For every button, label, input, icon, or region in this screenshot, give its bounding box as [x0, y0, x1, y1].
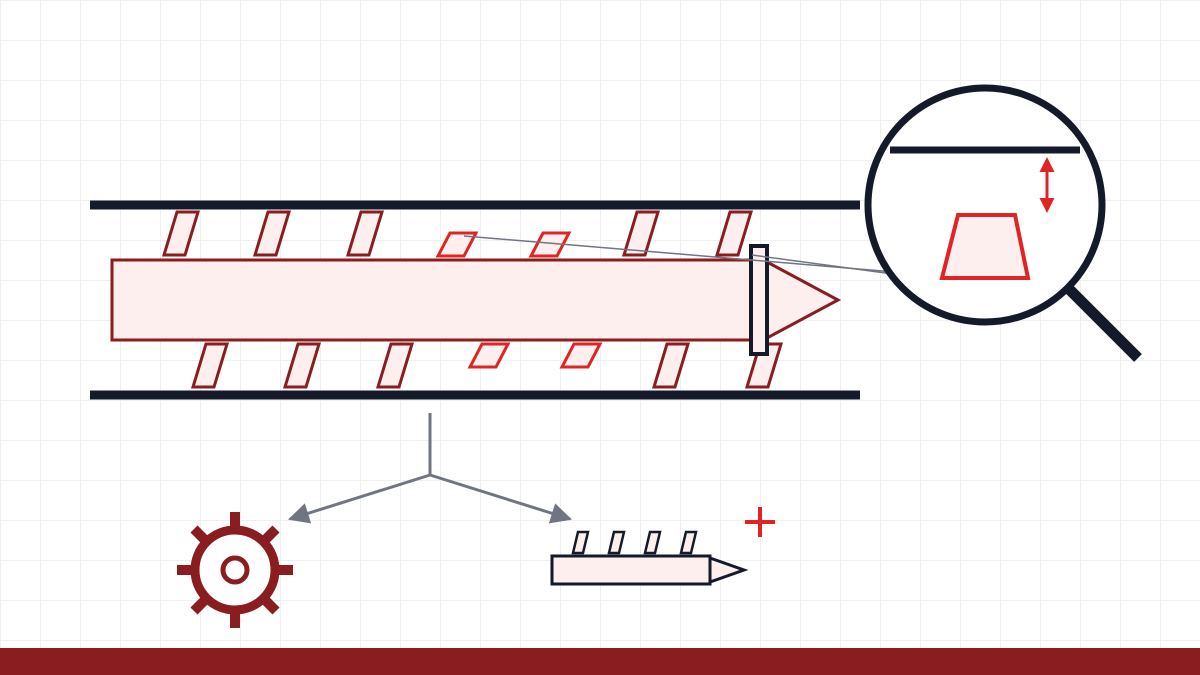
magnifier-icon — [864, 84, 1142, 362]
gear-hub — [220, 555, 250, 585]
screw-flight — [190, 342, 230, 389]
leader-line — [463, 235, 896, 273]
small-tip — [708, 555, 749, 585]
screw-flight — [375, 342, 415, 389]
screw-shaft — [110, 258, 769, 342]
screw-flight — [282, 342, 322, 389]
check-ring — [749, 244, 769, 356]
screw-flight — [744, 342, 784, 389]
small-screw-icon — [550, 530, 749, 586]
screw-flight — [621, 210, 661, 257]
screw-flight — [651, 342, 691, 389]
small-flight — [607, 530, 626, 555]
screw-flight-highlighted — [528, 231, 572, 258]
magnified-flight-cross-section — [939, 213, 1031, 280]
screw-flight-highlighted — [435, 231, 479, 258]
gear-icon — [177, 512, 293, 628]
leader-line — [751, 254, 894, 275]
small-flight — [643, 530, 662, 555]
small-flight — [679, 530, 698, 555]
magnifier-handle — [1062, 282, 1142, 362]
screw-flight — [714, 210, 754, 257]
small-flight — [571, 530, 590, 555]
screw-flight-highlighted — [559, 342, 603, 369]
screw-tip — [765, 259, 842, 341]
bottom-flights — [190, 342, 784, 389]
screw-flight — [345, 210, 385, 257]
top-flights — [161, 210, 754, 258]
plus-icon — [745, 507, 775, 537]
magnifier-lens — [864, 84, 1106, 326]
split-connector — [287, 413, 573, 524]
footer-bar — [0, 648, 1200, 675]
small-shaft — [550, 554, 712, 586]
screw-flight — [252, 210, 292, 257]
screw-flight-highlighted — [467, 342, 511, 369]
screw-flight — [161, 210, 201, 257]
